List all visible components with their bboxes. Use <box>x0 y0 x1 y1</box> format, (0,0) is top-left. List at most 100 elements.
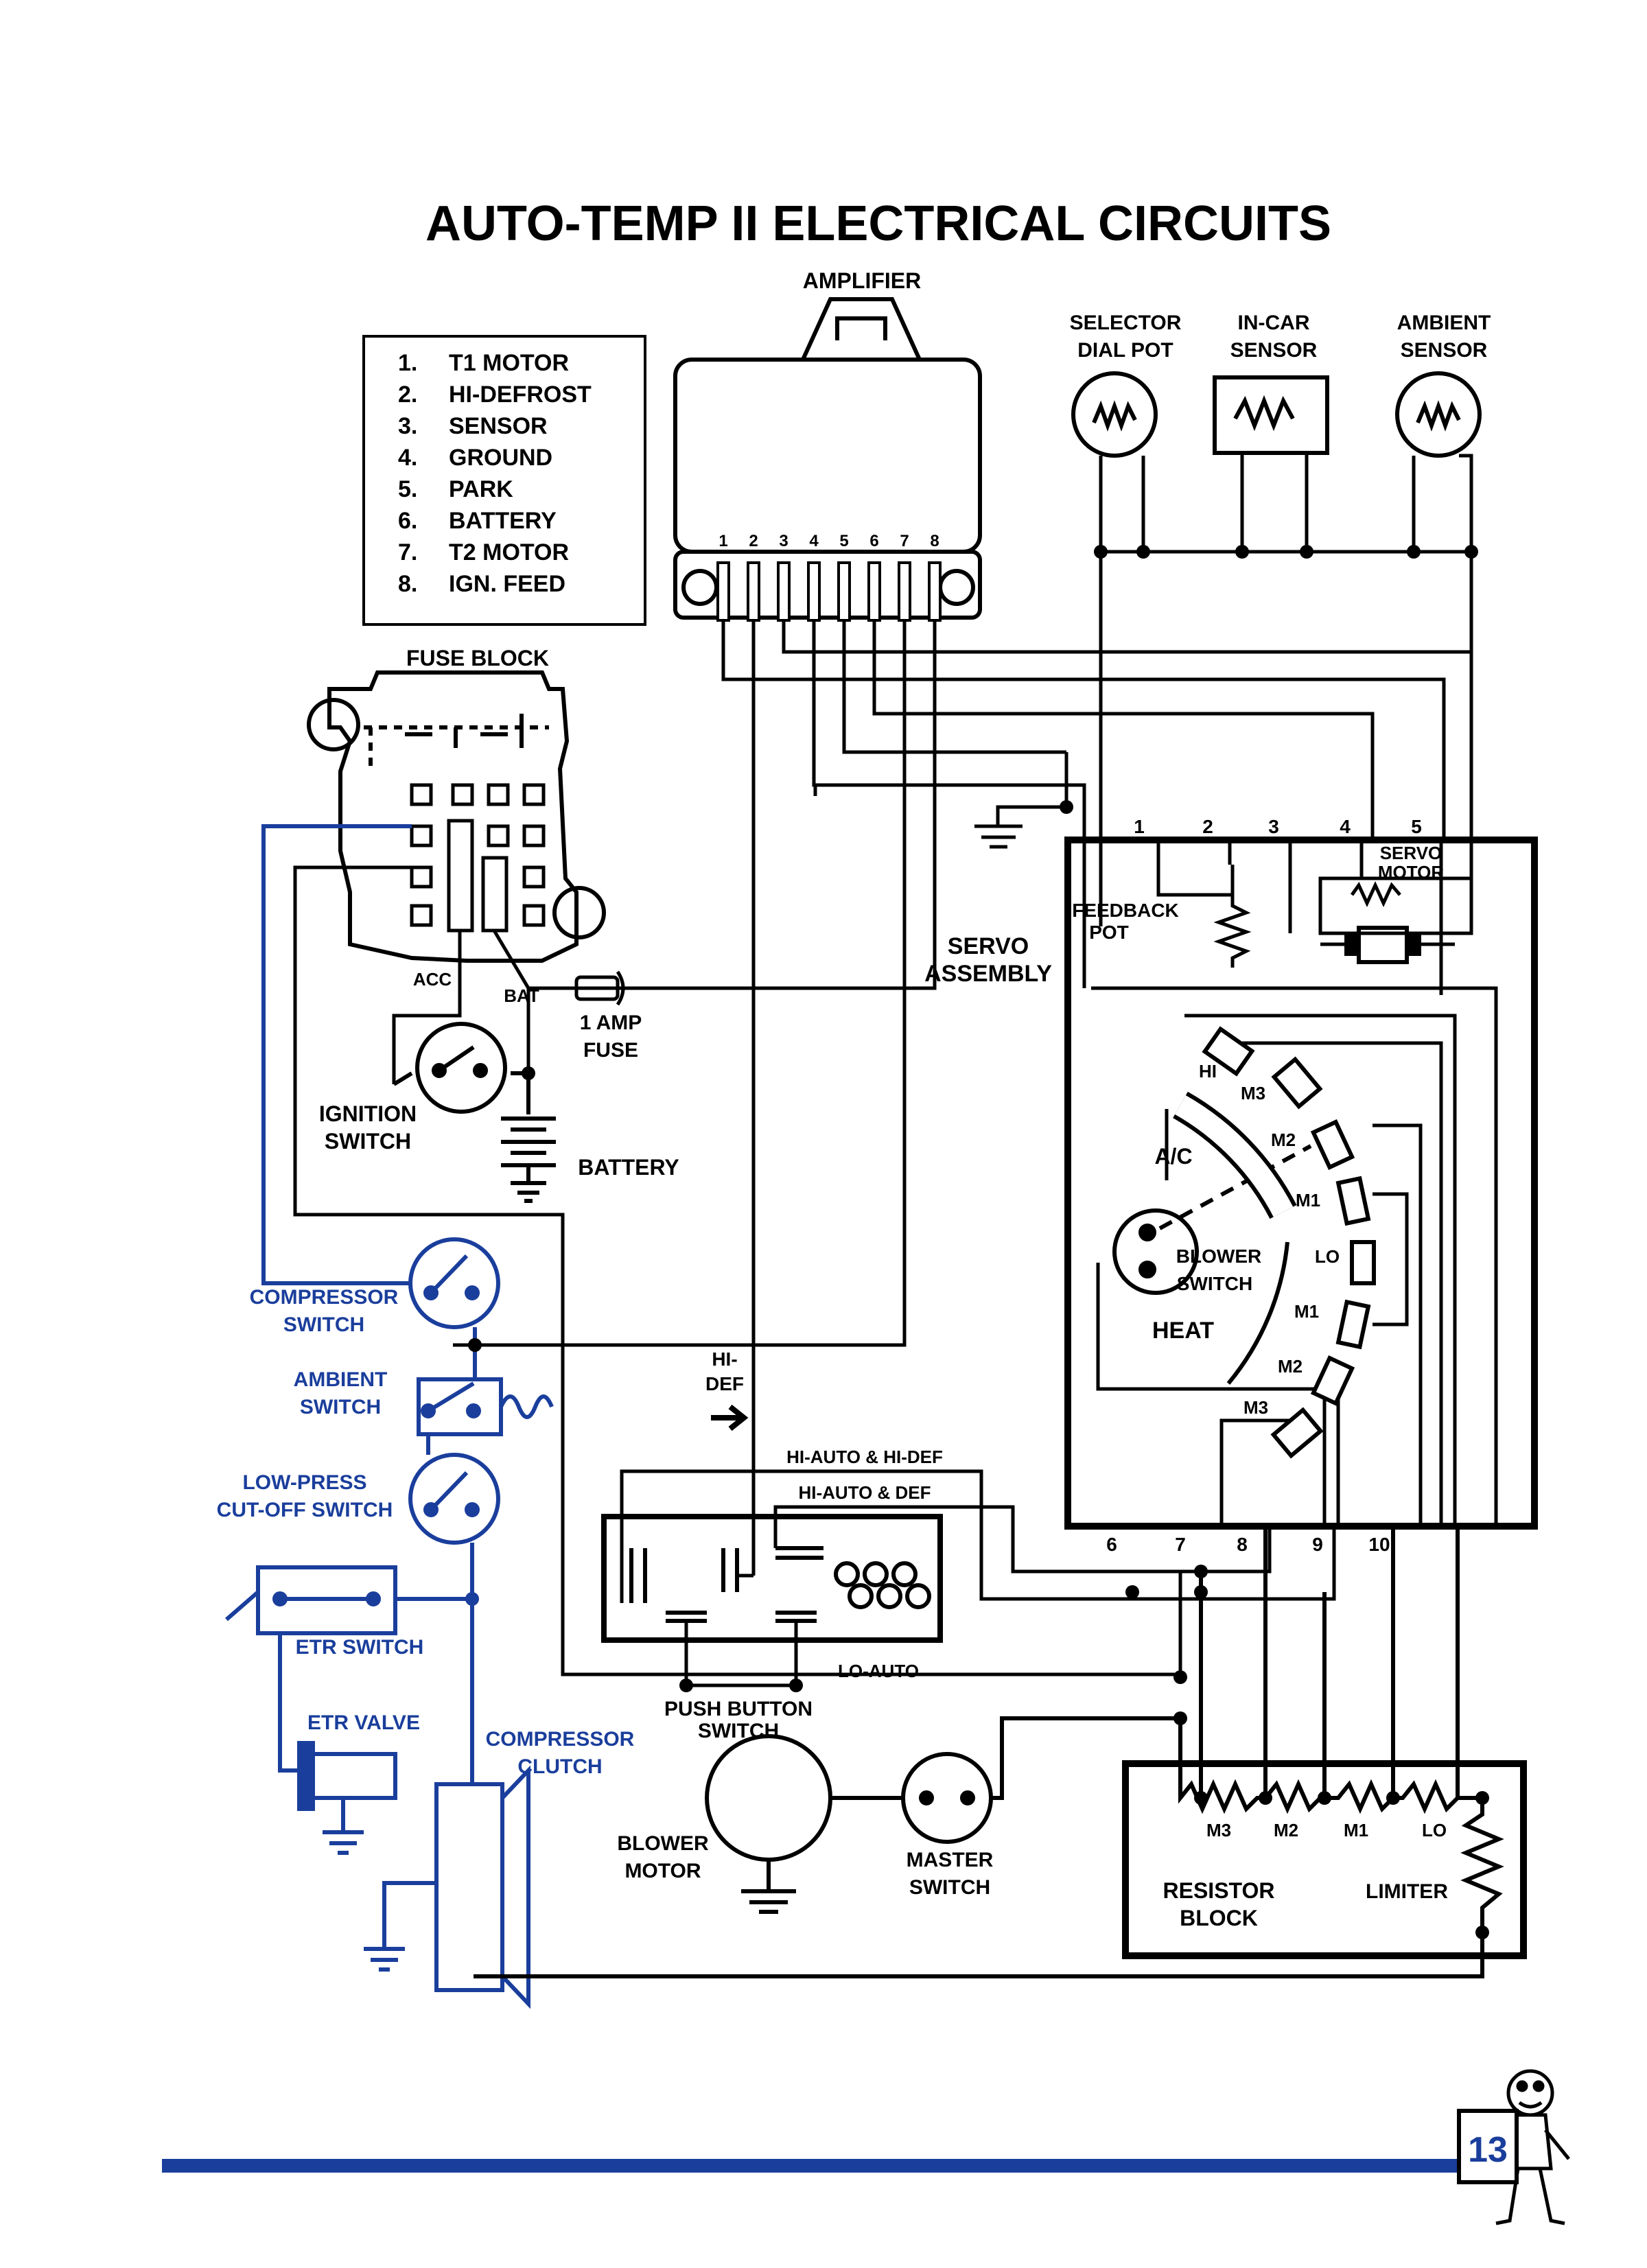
resistor-block-label-2: BLOCK <box>1180 1906 1258 1930</box>
legend-label: PARK <box>449 476 513 502</box>
footer-rule <box>162 2159 1466 2173</box>
servo-terminal-number: 6 <box>1106 1534 1117 1555</box>
legend-number: 8. <box>398 571 417 597</box>
legend-label: T2 MOTOR <box>449 539 569 565</box>
fuse-block-cells <box>410 783 546 933</box>
one-amp-fuse <box>574 970 625 1006</box>
blower-position-label: M2 <box>1278 1356 1303 1377</box>
legend-number: 6. <box>398 508 417 534</box>
fuse-label-1: 1 AMP <box>580 1012 642 1034</box>
amplifier <box>673 297 982 620</box>
hi-auto-hi-def-label: HI-AUTO & HI-DEF <box>786 1447 943 1467</box>
amplifier-pin <box>867 561 881 622</box>
legend-number: 2. <box>398 382 417 408</box>
amplifier-pin-number: 4 <box>809 532 819 550</box>
in-car-sensor <box>1213 375 1329 455</box>
fuse-block <box>307 670 606 963</box>
servo-terminal-number: 1 <box>1134 816 1145 837</box>
legend-label: SENSOR <box>449 413 548 439</box>
amplifier-pin-number: 8 <box>930 532 939 550</box>
servo-motor-label-1: SERVO <box>1380 843 1442 863</box>
blower-motor <box>705 1734 903 1914</box>
servo-terminal-number: 2 <box>1202 816 1213 837</box>
etr-valve-label: ETR VALVE <box>307 1711 420 1734</box>
lowpress-label-1: LOW-PRESS <box>242 1471 366 1494</box>
master-switch-label-1: MASTER <box>907 1849 994 1871</box>
amplifier-pin <box>928 561 942 622</box>
legend-label: HI-DEFROST <box>449 382 592 408</box>
pin-legend: 1.T1 MOTOR2.HI-DEFROST3.SENSOR4.GROUND5.… <box>362 335 646 626</box>
selector-label-1: SELECTOR <box>1070 312 1182 334</box>
amplifier-pin <box>777 561 791 622</box>
blower-switch-contacts <box>1202 1026 1376 1459</box>
fuse-label-2: FUSE <box>583 1039 638 1062</box>
servo-terminal-number: 8 <box>1237 1534 1248 1555</box>
resistor-tap-label: M3 <box>1206 1820 1231 1840</box>
servo-terminal-number: 3 <box>1268 816 1279 837</box>
heat-label: HEAT <box>1152 1318 1214 1344</box>
selector-label-2: DIAL POT <box>1077 339 1173 362</box>
servo-terminal-number: 9 <box>1312 1534 1323 1555</box>
amplifier-pin <box>807 561 821 622</box>
blower-position-label: LO <box>1315 1246 1340 1267</box>
limiter-label: LIMITER <box>1366 1880 1448 1903</box>
incar-label-1: IN-CAR <box>1238 312 1310 334</box>
blower-switch-label-2: SWITCH <box>1177 1273 1252 1294</box>
amplifier-pin <box>898 561 911 622</box>
blower-position-label: M1 <box>1296 1190 1320 1211</box>
blower-motor-label-2: MOTOR <box>624 1860 701 1882</box>
ambient-sensor-label-2: SENSOR <box>1401 339 1488 362</box>
blue-ac-circuit <box>225 824 554 2009</box>
ac-label: A/C <box>1154 1144 1192 1169</box>
fuse-block-wiring <box>293 865 1272 1676</box>
legend-label: IGN. FEED <box>449 571 565 597</box>
blower-position-label: M1 <box>1294 1301 1319 1322</box>
compressor-clutch-label-1: COMPRESSOR <box>486 1728 635 1751</box>
sensor-junctions <box>1094 545 1478 559</box>
battery-label: BATTERY <box>578 1155 679 1180</box>
ambient-sensor-label-1: AMBIENT <box>1397 312 1491 334</box>
incar-label-2: SENSOR <box>1230 339 1318 362</box>
blower-switch <box>1112 1091 1312 1385</box>
resistor-tap-label: LO <box>1422 1820 1447 1840</box>
compressor-switch-label-2: SWITCH <box>283 1313 364 1336</box>
servo-assembly-label-1: SERVO <box>948 933 1029 959</box>
servo-motor-label-2: MOTOR <box>1378 862 1445 882</box>
ambient-switch-label-1: AMBIENT <box>294 1368 388 1391</box>
push-button-switch <box>601 1514 943 1643</box>
legend-number: 7. <box>398 539 417 565</box>
amplifier-pin-number: 2 <box>749 532 758 550</box>
ambient-switch-label-2: SWITCH <box>300 1396 381 1418</box>
master-switch-label-2: SWITCH <box>909 1876 990 1899</box>
blower-switch-label-1: BLOWER <box>1176 1246 1261 1267</box>
servo-terminal-number: 7 <box>1175 1534 1186 1555</box>
resistor-tap-label: M1 <box>1344 1820 1368 1840</box>
push-button-label-1: PUSH BUTTON <box>664 1698 813 1720</box>
servo-assembly <box>1064 837 1538 1530</box>
hi-def-label-1: HI- <box>712 1348 737 1370</box>
lo-auto-label: LO-AUTO <box>838 1661 919 1681</box>
amplifier-pin <box>747 561 760 622</box>
resistor-block <box>474 1526 1527 1978</box>
hi-auto-def-label: HI-AUTO & DEF <box>798 1482 931 1503</box>
resistor-junctions <box>1125 1565 1489 1939</box>
amplifier-pin-number: 1 <box>719 532 727 550</box>
ignition-label-1: IGNITION <box>319 1101 417 1126</box>
blower-position-label: HI <box>1199 1061 1217 1082</box>
blower-position-label: M3 <box>1243 1397 1268 1418</box>
ignition-label-2: SWITCH <box>325 1129 411 1154</box>
compressor-switch-label-1: COMPRESSOR <box>250 1286 399 1309</box>
legend-number: 3. <box>398 413 417 439</box>
amplifier-pin <box>716 561 730 622</box>
legend-number: 5. <box>398 476 417 502</box>
blower-position-label: M3 <box>1241 1083 1265 1103</box>
amplifier-label: AMPLIFIER <box>803 268 921 293</box>
lowpress-label-2: CUT-OFF SWITCH <box>217 1499 393 1521</box>
servo-terminal-number: 4 <box>1340 816 1351 837</box>
feedback-pot-label-1: FEEDBACK <box>1072 900 1179 921</box>
